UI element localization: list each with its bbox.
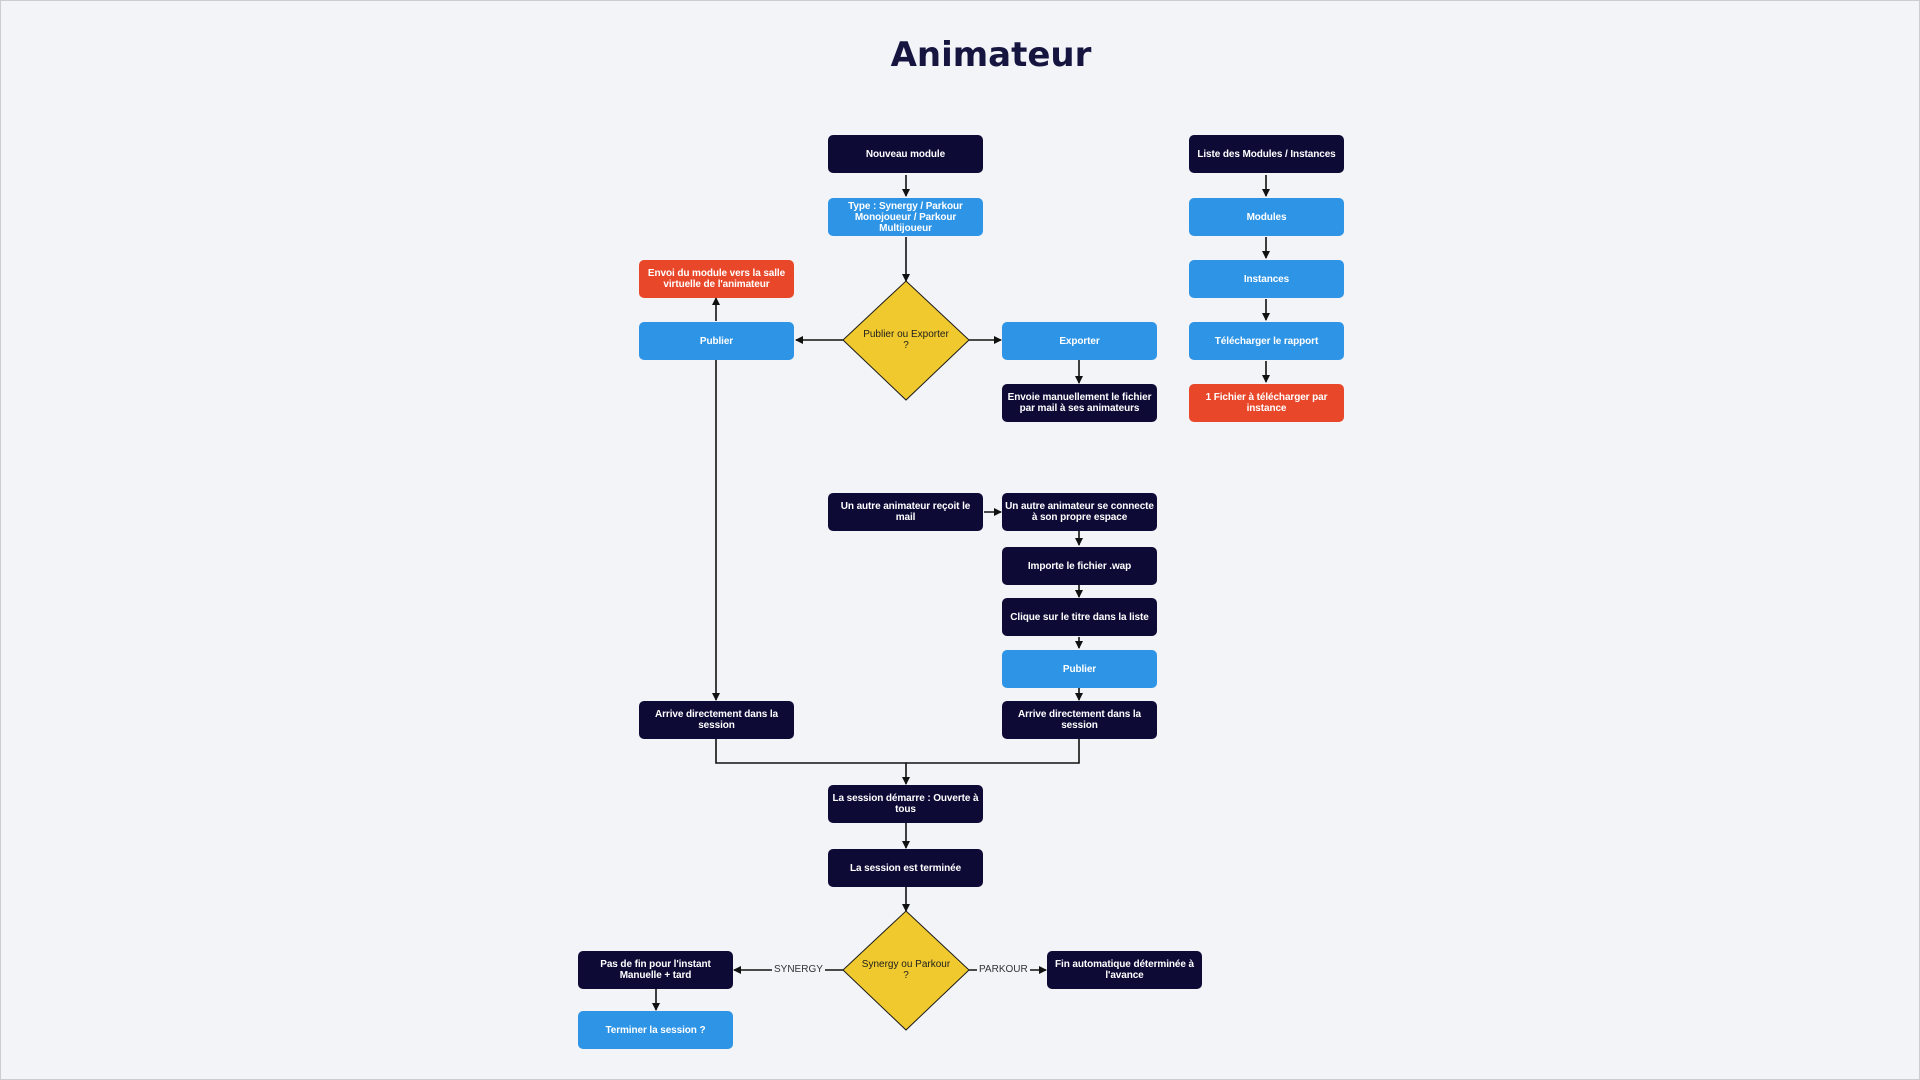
edge-label-parkour: PARKOUR <box>977 963 1030 977</box>
node-envoie-manuellement: Envoie manuellement le fichier par mail … <box>1002 384 1157 422</box>
node-terminer-session: Terminer la session ? <box>578 1011 733 1049</box>
decision-diamond-synergy-parkour <box>842 910 970 1031</box>
node-un-fichier: 1 Fichier à télécharger par instance <box>1189 384 1344 422</box>
node-publier-left: Publier <box>639 322 794 360</box>
node-publier-right: Publier <box>1002 650 1157 688</box>
decision-synergy-parkour-label: Synergy ou Parkour ? <box>861 959 951 981</box>
diagram-title: Animateur <box>890 35 1092 75</box>
node-exporter: Exporter <box>1002 322 1157 360</box>
node-arrive-right: Arrive directement dans la session <box>1002 701 1157 739</box>
node-session-terminee: La session est terminée <box>828 849 983 887</box>
node-telecharger-rapport: Télécharger le rapport <box>1189 322 1344 360</box>
node-session-demarre: La session démarre : Ouverte à tous <box>828 785 983 823</box>
node-clique-titre: Clique sur le titre dans la liste <box>1002 598 1157 636</box>
node-envoi-module: Envoi du module vers la salle virtuelle … <box>639 260 794 298</box>
node-autre-recoit-mail: Un autre animateur reçoit le mail <box>828 493 983 531</box>
node-nouveau-module: Nouveau module <box>828 135 983 173</box>
decision-diamond-publier-exporter <box>842 280 970 401</box>
node-type: Type : Synergy / Parkour Monojoueur / Pa… <box>828 198 983 236</box>
node-instances: Instances <box>1189 260 1344 298</box>
edge-arrive-right-merge <box>906 739 1080 764</box>
edge-arrive-left-merge <box>715 739 910 785</box>
node-importe-fichier: Importe le fichier .wap <box>1002 547 1157 585</box>
node-liste-modules: Liste des Modules / Instances <box>1189 135 1344 173</box>
decision-publier-exporter-label: Publier ou Exporter ? <box>863 329 949 351</box>
node-autre-se-connecte: Un autre animateur se connecte à son pro… <box>1002 493 1157 531</box>
edge-label-synergy: SYNERGY <box>772 963 825 977</box>
node-pas-de-fin: Pas de fin pour l'instant Manuelle + tar… <box>578 951 733 989</box>
node-modules: Modules <box>1189 198 1344 236</box>
node-arrive-left: Arrive directement dans la session <box>639 701 794 739</box>
node-fin-automatique: Fin automatique déterminée à l'avance <box>1047 951 1202 989</box>
